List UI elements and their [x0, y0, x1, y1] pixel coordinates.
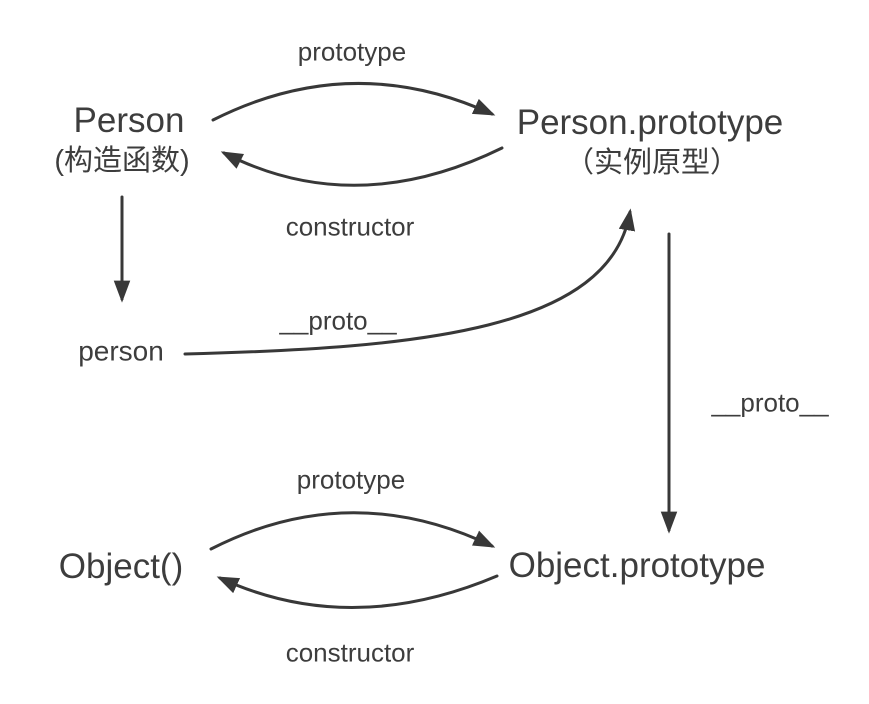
arrow-constructor-personprototype-to-person [220, 146, 504, 187]
edge-label-constructor-bottom: constructor [285, 637, 415, 668]
edge-label-prototype-top: prototype [297, 36, 407, 67]
arrow-constructor-objectprototype-to-object [216, 574, 499, 609]
node-object-constructor: Object() [58, 546, 184, 586]
node-person-constructor: Person [73, 100, 185, 140]
node-person-instance: person [78, 335, 164, 367]
node-person-prototype: Person.prototype [516, 102, 784, 142]
node-person-prototype-sublabel: （实例原型） [564, 147, 740, 180]
arrow-prototype-person-to-personprototype [211, 82, 496, 122]
node-object-prototype: Object.prototype [508, 545, 766, 585]
node-person-constructor-sublabel: (构造函数) [54, 145, 190, 178]
edge-label-constructor-top: constructor [285, 211, 415, 242]
edge-label-proto-right: __proto__ [711, 387, 829, 418]
edge-label-proto-middle: __proto__ [279, 305, 397, 336]
edge-label-prototype-bottom: prototype [296, 464, 406, 495]
arrow-proto-instance-to-personprototype [183, 208, 636, 356]
arrow-prototype-object-to-objectprototype [209, 511, 496, 551]
